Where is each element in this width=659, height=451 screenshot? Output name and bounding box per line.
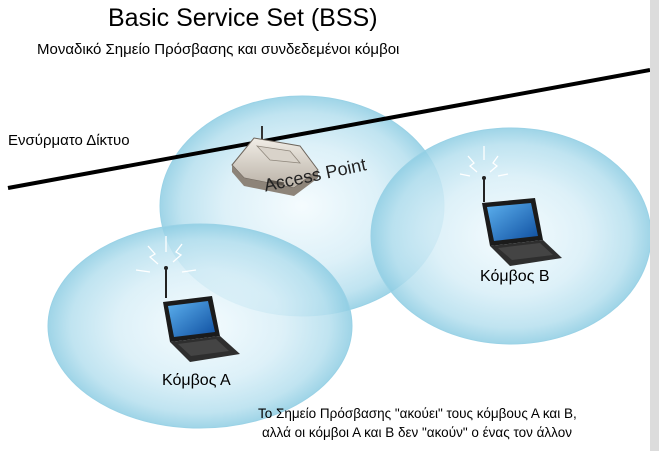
- signal-waves-icon: [135, 236, 197, 273]
- access-point-icon: [231, 126, 319, 196]
- wired-network-label: Ενσύρματο Δίκτυο: [8, 132, 130, 149]
- diagram-subtitle: Μοναδικό Σημείο Πρόσβασης και συνδεδεμέν…: [37, 41, 400, 58]
- caption-line-1: Το Σημείο Πρόσβασης "ακούει" τους κόμβου…: [258, 406, 577, 421]
- signal-waves-icon: [459, 146, 509, 177]
- wired-network-line: [7, 68, 650, 190]
- diagram-title: Basic Service Set (BSS): [108, 4, 378, 32]
- node-a-label: Κόμβος Α: [162, 372, 231, 389]
- laptop-icon-node-b: [459, 146, 562, 266]
- node-b-label: Κόμβος Β: [480, 268, 550, 285]
- right-frame-border: [650, 0, 659, 451]
- laptop-icon-node-a: [135, 236, 240, 362]
- caption-line-2: αλλά οι κόμβοι Α και Β δεν "ακούν" ο ένα…: [262, 425, 572, 440]
